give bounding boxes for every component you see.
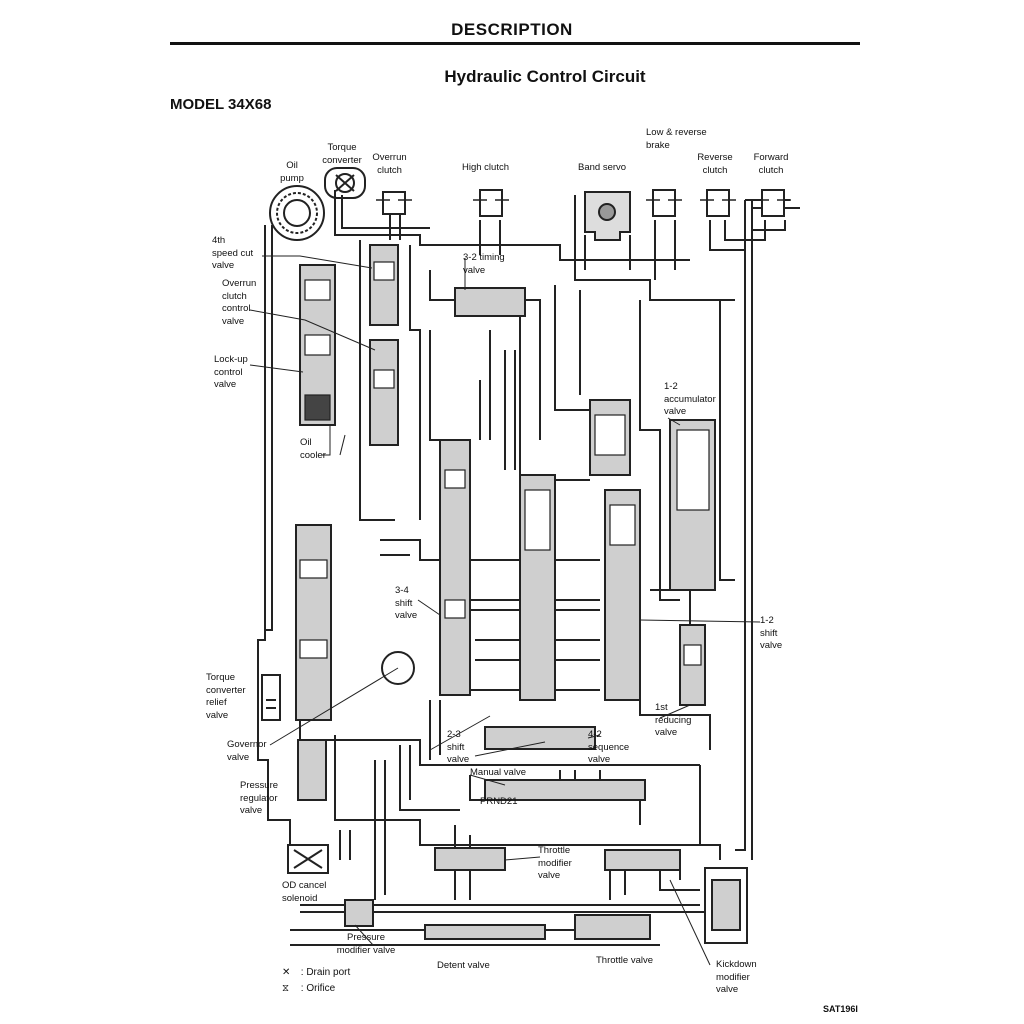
figure-id: SAT196I — [823, 1004, 858, 1014]
legend-orifice-text: : Orifice — [300, 983, 336, 994]
label-pressure-modifier-valve: Pressure modifier valve — [336, 932, 396, 956]
label-manual-valve: Manual valve — [470, 767, 526, 778]
label-1-2-shift-valve: 1-2 shift valve — [760, 615, 783, 651]
label-high-clutch: High clutch — [462, 162, 509, 173]
section-header: DESCRIPTION — [451, 20, 573, 39]
label-torque-converter-relief-valve: Torque converter relief valve — [206, 672, 246, 721]
label-lockup-control-valve: Lock-up control valve — [214, 354, 248, 390]
label-forward-clutch: Forward clutch — [753, 152, 789, 176]
label-kickdown-modifier-valve: Kickdown modifier valve — [716, 959, 757, 995]
drain-port-icon: ✕ — [282, 967, 291, 978]
label-torque-converter: Torque converter — [322, 142, 362, 166]
label-3-4-shift-valve: 3-4 shift valve — [395, 585, 418, 621]
label-band-servo: Band servo — [578, 162, 627, 173]
label-throttle-modifier-valve: Throttle modifier valve — [538, 845, 572, 881]
label-3-2-timing-valve: 3-2 timing valve — [463, 252, 505, 276]
label-detent-valve: Detent valve — [437, 960, 490, 971]
label-overrun-clutch-control-valve: Overrun clutch control valve — [222, 278, 257, 327]
label-4th-speed-cut-valve: 4th speed cut valve — [212, 235, 254, 271]
label-reverse-clutch: Reverse clutch — [697, 152, 733, 176]
label-prnd21: PRND21 — [480, 796, 518, 807]
label-od-cancel-solenoid: OD cancel solenoid — [282, 880, 327, 904]
label-oil-pump: Oil pump — [280, 160, 304, 184]
model-label: MODEL 34X68 — [170, 96, 272, 113]
label-4-2-sequence-valve: 4-2 sequence valve — [588, 729, 630, 765]
diagram-title: Hydraulic Control Circuit — [444, 67, 646, 86]
legend-drain-text: : Drain port — [300, 967, 351, 978]
label-pressure-regulator-valve: Pressure regulator valve — [240, 780, 279, 816]
label-1-2-accumulator-valve: 1-2 accumulator valve — [664, 381, 716, 417]
label-oil-cooler: Oil cooler — [300, 437, 326, 461]
header-rule — [170, 42, 860, 45]
label-governor-valve: Governor valve — [227, 739, 267, 763]
label-1st-reducing-valve: 1st reducing valve — [655, 702, 692, 738]
label-2-3-shift-valve: 2-3 shift valve — [447, 729, 470, 765]
legend-drain: ✕ : Drain port — [282, 966, 350, 980]
legend-orifice: ⧖ : Orifice — [282, 982, 335, 996]
orifice-icon: ⧖ — [282, 983, 290, 994]
label-low-reverse-brake: Low & reverse brake — [646, 127, 707, 151]
label-throttle-valve: Throttle valve — [596, 955, 654, 966]
label-overrun-clutch: Overrun clutch — [372, 152, 407, 176]
